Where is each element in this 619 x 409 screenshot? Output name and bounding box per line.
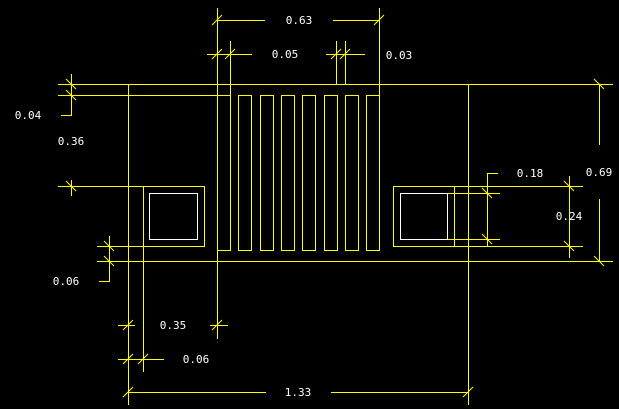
right-pad-inner xyxy=(400,193,448,240)
dimension-tick xyxy=(103,240,115,252)
dimension-tick xyxy=(65,78,77,90)
dimension-tick xyxy=(65,180,77,192)
dim-line-0-18 xyxy=(487,173,498,246)
dimension-tick xyxy=(122,386,134,398)
label-total-width: 1.33 xyxy=(285,386,312,399)
left-pad-outer xyxy=(143,186,205,247)
dimension-tick xyxy=(373,14,385,26)
comb-finger xyxy=(302,95,316,251)
dimension-tick xyxy=(481,233,493,245)
comb-first-finger xyxy=(217,95,231,251)
dimension-labels: 0.63 0.05 0.03 0.04 0.36 0.06 0.35 0.06 … xyxy=(15,14,613,399)
dimension-tick xyxy=(563,180,575,192)
dimension-tick xyxy=(122,353,134,365)
dim-line-0-04 xyxy=(61,74,72,116)
right-pad-outer xyxy=(393,186,455,247)
dimension-ticks xyxy=(65,14,605,398)
dimension-tick xyxy=(224,48,236,60)
label-left-to-comb: 0.35 xyxy=(160,319,187,332)
label-total-height: 0.69 xyxy=(586,166,613,179)
dimension-tick xyxy=(103,255,115,267)
comb-finger xyxy=(238,95,252,251)
dimension-tick xyxy=(211,319,223,331)
dim-line-0-06-left xyxy=(99,236,110,282)
geometry xyxy=(58,8,613,405)
label-pad-inner-height: 0.18 xyxy=(517,167,544,180)
comb-finger xyxy=(281,95,295,251)
dimension-tick xyxy=(462,386,474,398)
dimension-tick xyxy=(137,353,149,365)
label-pad-outer-height: 0.24 xyxy=(556,210,583,223)
label-top-width: 0.63 xyxy=(286,14,313,27)
dimension-tick xyxy=(563,240,575,252)
dimension-tick xyxy=(593,78,605,90)
label-finger-gap: 0.03 xyxy=(386,49,413,62)
label-pad-offset-bottom: 0.06 xyxy=(53,275,80,288)
comb-finger xyxy=(324,95,338,251)
label-pad-offset-top: 0.36 xyxy=(58,135,85,148)
dimension-tick xyxy=(593,255,605,267)
dimension-tick xyxy=(481,187,493,199)
comb-fingers xyxy=(238,95,380,251)
dimension-tick xyxy=(211,48,223,60)
left-pad-inner xyxy=(149,193,198,240)
comb-finger xyxy=(366,95,380,251)
label-top-margin: 0.04 xyxy=(15,109,42,122)
comb-finger xyxy=(345,95,359,251)
dimension-tick xyxy=(65,89,77,101)
dimension-tick xyxy=(339,48,351,60)
label-left-inset: 0.06 xyxy=(183,353,210,366)
label-finger-width: 0.05 xyxy=(272,48,299,61)
dimension-tick xyxy=(330,48,342,60)
dimension-tick xyxy=(211,14,223,26)
dimension-tick xyxy=(122,319,134,331)
comb-finger xyxy=(260,95,274,251)
